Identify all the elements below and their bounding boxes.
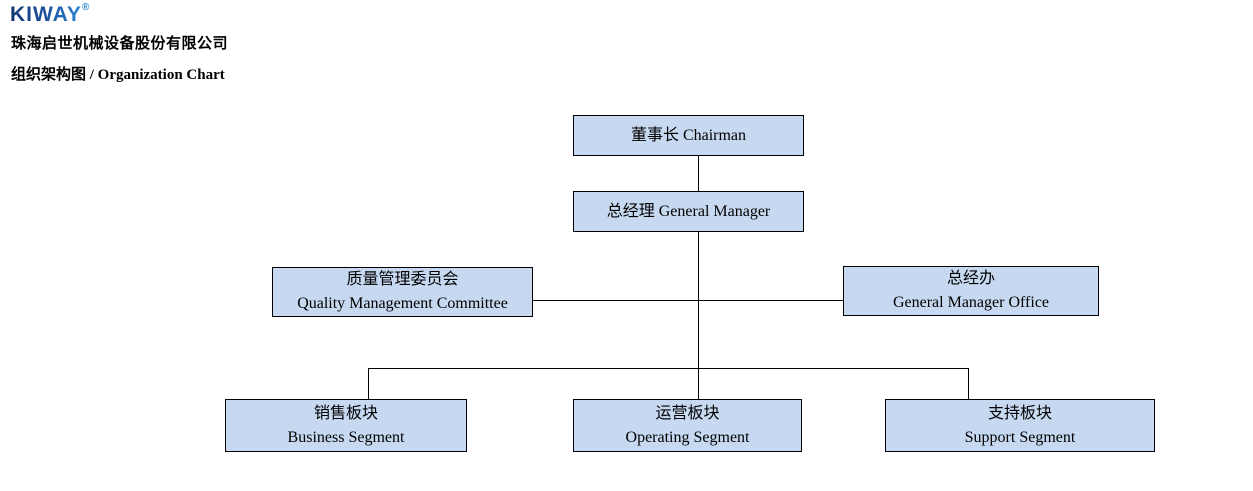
- node-business-label-cn: 销售板块: [313, 404, 378, 422]
- node-gmo-label-cn: 总经办: [946, 270, 995, 287]
- node-support-segment: 支持板块 Support Segment: [885, 399, 1155, 452]
- node-quality-management-committee: 质量管理委员会 Quality Management Committee: [272, 267, 533, 317]
- node-qmc-label-en: Quality Management Committee: [297, 295, 508, 312]
- node-operating-label-en: Operating Segment: [625, 428, 750, 446]
- connector-drop-business: [368, 368, 369, 399]
- node-operating-label-cn: 运营板块: [655, 404, 720, 422]
- node-business-segment: 销售板块 Business Segment: [225, 399, 467, 452]
- node-business-label-en: Business Segment: [287, 428, 405, 446]
- connector-row3-horizontal: [368, 368, 968, 369]
- node-chairman: 董事长 Chairman: [573, 115, 804, 156]
- connector-drop-support: [968, 368, 969, 399]
- page-title: 组织架构图 / Organization Chart: [11, 67, 225, 83]
- node-support-label-en: Support Segment: [964, 428, 1076, 446]
- connector-drop-operating: [698, 368, 699, 399]
- company-name: 珠海启世机械设备股份有限公司: [11, 36, 229, 52]
- kiway-logo: KIWAY®: [10, 2, 91, 27]
- connector-row2-horizontal: [533, 300, 843, 301]
- connector-chairman-to-gm: [698, 156, 699, 191]
- registered-trademark-icon: ®: [81, 2, 91, 13]
- node-qmc-label-cn: 质量管理委员会: [346, 271, 459, 288]
- kiway-logo-text: KIWAY: [10, 3, 82, 26]
- node-general-manager-label: 总经理 General Manager: [606, 202, 771, 220]
- node-gmo-label-en: General Manager Office: [892, 294, 1050, 311]
- node-chairman-label: 董事长 Chairman: [630, 126, 747, 144]
- node-operating-segment: 运营板块 Operating Segment: [573, 399, 802, 452]
- node-general-manager: 总经理 General Manager: [573, 191, 804, 232]
- node-general-manager-office: 总经办 General Manager Office: [843, 266, 1099, 316]
- node-support-label-cn: 支持板块: [987, 404, 1052, 422]
